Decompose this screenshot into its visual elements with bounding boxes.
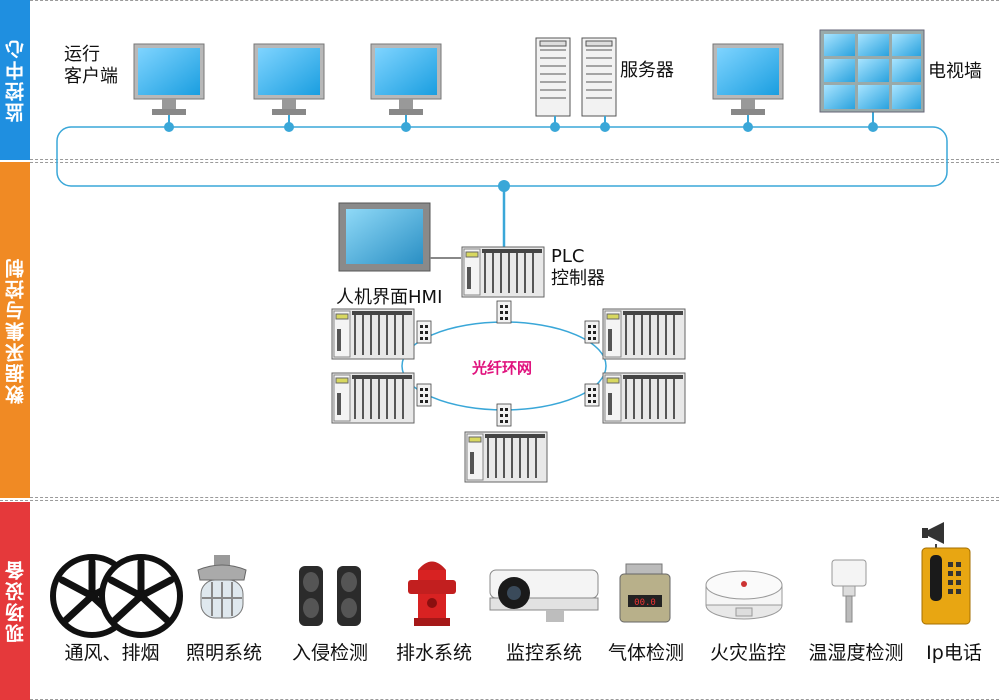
client-monitor-1 <box>133 43 205 116</box>
camera-icon <box>489 569 599 622</box>
fan-icon <box>50 554 183 638</box>
plc-node-right-bottom <box>602 372 686 424</box>
device-label-lighting: 照明系统 <box>185 642 262 664</box>
acquisition-band <box>0 162 999 498</box>
device-label-humidity: 温湿度检测 <box>808 642 904 664</box>
plc-node-left-top <box>331 308 415 360</box>
humidity-sensor-icon <box>831 559 867 623</box>
plc-node-left-bottom <box>331 372 415 424</box>
acquisition-section-label: 数据采集与控制 <box>0 162 30 498</box>
client-label: 运行 客户端 <box>64 44 118 87</box>
device-label-ventilation: 通风、排烟 <box>64 642 160 664</box>
device-label-intrusion: 入侵检测 <box>291 642 368 664</box>
fiber-ring-label: 光纤环网 <box>472 359 533 377</box>
hmi-panel <box>338 202 431 272</box>
smoke-detector-icon <box>705 570 783 620</box>
monitoring-bus <box>56 126 948 187</box>
ip-phone-icon <box>921 522 971 625</box>
tv-wall <box>819 29 925 113</box>
hmi-label: 人机界面HMI <box>336 287 443 308</box>
gas-detector-display: 00.0 <box>634 598 656 608</box>
device-label-drainage: 排水系统 <box>395 642 472 664</box>
server-1 <box>535 37 571 117</box>
lamp-icon <box>197 555 247 619</box>
gas-detector-icon: 00.0 <box>619 563 671 623</box>
field-section-label: 现场设备 <box>0 502 30 700</box>
device-label-surveillance: 监控系统 <box>505 642 582 664</box>
tv-wall-label: 电视墙 <box>928 61 982 82</box>
monitoring-section-label: 监控中心 <box>0 0 30 160</box>
server-2 <box>581 37 617 117</box>
infrared-sensor-icon <box>299 566 361 626</box>
device-label-fire: 火灾监控 <box>709 642 786 664</box>
device-label-ip-phone: Ip电话 <box>926 642 982 664</box>
device-label-gas: 气体检测 <box>607 642 684 664</box>
plc-node-right-top <box>602 308 686 360</box>
hydrant-icon <box>408 561 456 626</box>
client-monitor-3 <box>370 43 442 116</box>
client-monitor-4 <box>712 43 784 116</box>
client-monitor-2 <box>253 43 325 116</box>
monitoring-band <box>0 0 999 160</box>
plc-node-bottom <box>464 431 548 483</box>
server-label: 服务器 <box>620 60 674 81</box>
plc-controller <box>461 246 545 298</box>
plc-label: PLC 控制器 <box>551 246 605 289</box>
